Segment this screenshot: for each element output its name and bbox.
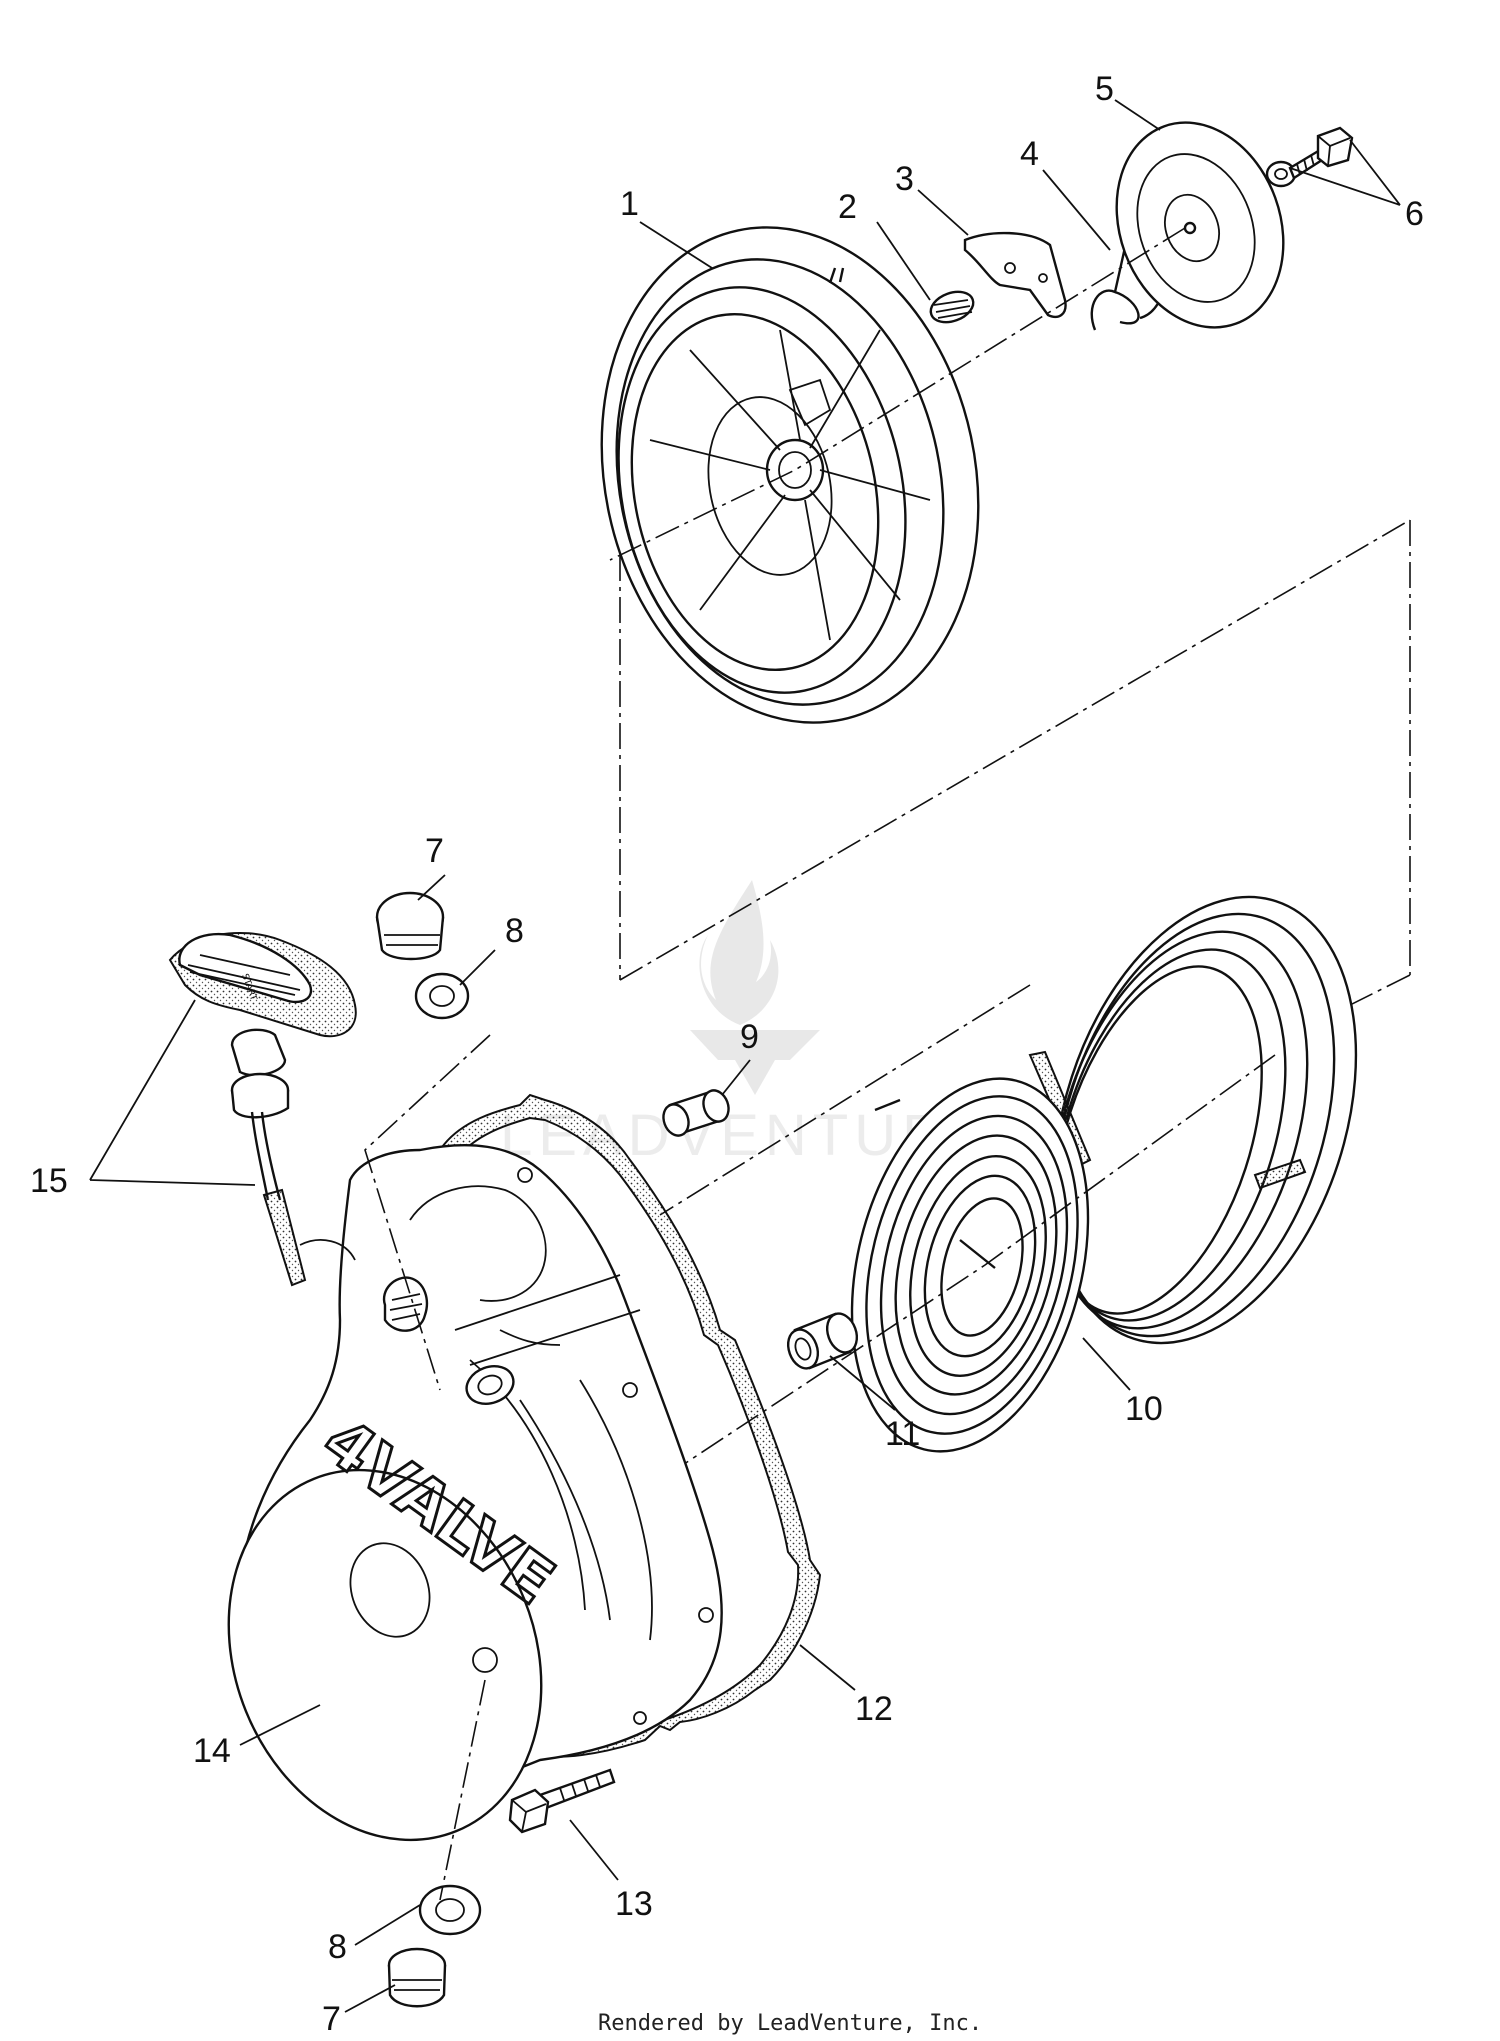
plug-top [375,891,445,961]
washer-bottom [418,1884,482,1936]
callout-13: 13 [615,1885,653,1923]
watermark-logo [690,880,820,1095]
assembly-centerline-spring [659,1054,1276,1481]
friction-plate [1115,121,1285,329]
starter-handle: START [168,931,357,1287]
callout-12: 12 [855,1690,893,1728]
callout-7-top: 7 [425,832,444,870]
assembly-centerline-top [609,227,1186,561]
footer-credit: Rendered by LeadVenture, Inc. [598,2011,982,2036]
plug-centerline-top [364,1034,491,1391]
callout-10: 10 [1125,1390,1163,1428]
assembly-bracket [619,519,1411,1011]
recoil-spring [850,1077,1090,1453]
bushing-upper [662,1089,730,1137]
washer-top [414,972,470,1020]
callout-8-top: 8 [505,912,524,950]
pawl-spring [929,290,975,324]
starter-housing: 4VALVE [227,1143,723,1842]
housing-bolt [508,1768,616,1834]
rope-reel [1051,895,1358,1345]
callout-4: 4 [1020,135,1039,173]
callout-3: 3 [895,160,914,198]
callout-2: 2 [838,188,857,226]
pulley-bolt [1265,126,1354,188]
plug-centerline-bottom [439,1679,486,1901]
starter-pulley [600,226,980,724]
callout-11: 11 [885,1415,920,1453]
assembly-centerline-bushing [659,984,1031,1216]
callout-15: 15 [30,1162,68,1200]
callout-7-bottom: 7 [322,2000,341,2038]
callout-9: 9 [740,1018,759,1056]
callout-1: 1 [620,185,639,223]
callout-5: 5 [1095,70,1114,108]
plug-bottom [387,1947,447,2008]
callout-8-bottom: 8 [328,1928,347,1966]
ratchet-pawl [963,231,1067,319]
bushing-lower [786,1312,859,1370]
callout-6: 6 [1405,195,1424,233]
callout-14: 14 [193,1732,231,1770]
callout-labels: 1 2 3 4 5 6 7 8 9 10 11 12 13 14 15 8 7 [30,70,1424,2038]
leader-lines [89,99,1401,2013]
